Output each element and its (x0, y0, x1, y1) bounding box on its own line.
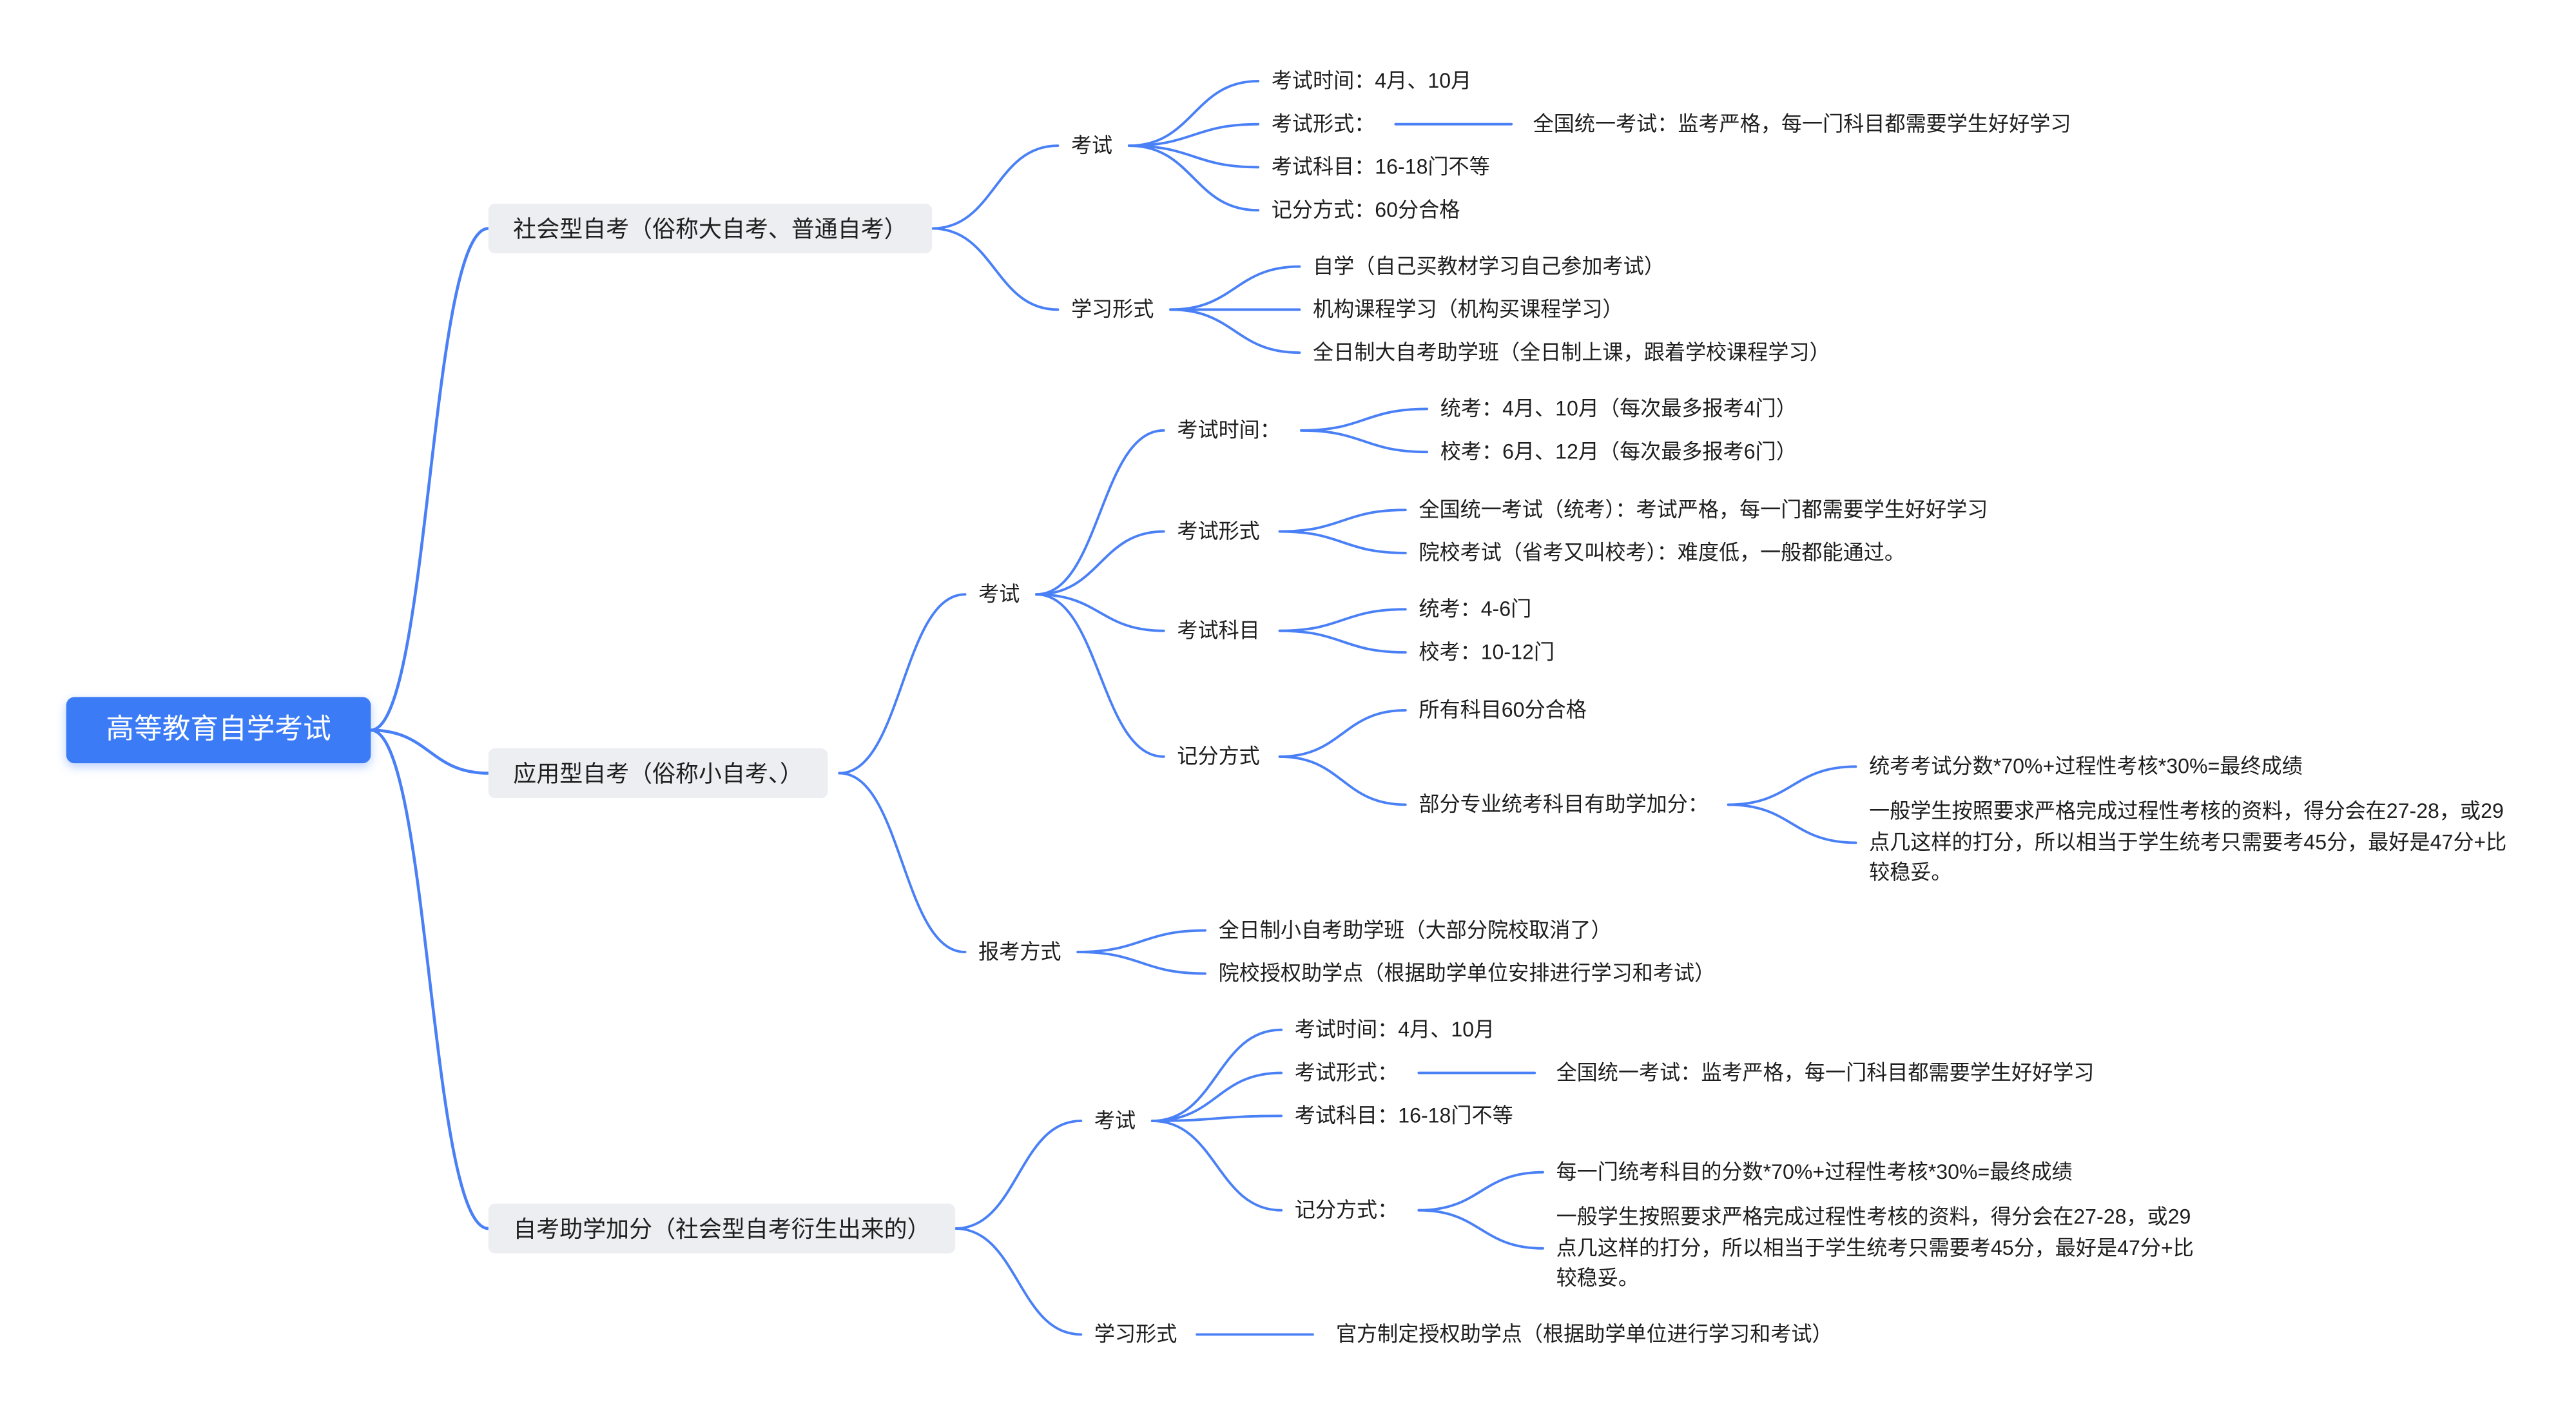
connector-line (1035, 429, 1165, 596)
note-line: 较稳妥。 (1556, 1267, 1640, 1290)
assist-study-detail: 官方制定授权助学点（根据助学单位进行学习和考试） (1335, 1323, 1833, 1346)
connector-line (1727, 803, 1857, 844)
applied-exam-time-item: 校考：6月、12月（每次最多报考6门） (1440, 440, 1797, 464)
applied-exam-form-node: 考试形式 (1177, 520, 1260, 543)
social-exam-form: 考试形式： (1271, 112, 1375, 136)
note-line: 一般学生按照要求严格完成过程性考核的资料，得分会在27-28，或29 (1556, 1205, 2191, 1229)
connector-line (1035, 530, 1165, 596)
connector-line (369, 728, 490, 775)
connector-line (1417, 1171, 1544, 1212)
assist-exam-scoring-node: 记分方式： (1294, 1198, 1399, 1222)
topic-assist-bonus: 自考助学加分（社会型自考衍生出来的） (488, 1203, 956, 1254)
connector-line (1300, 429, 1429, 454)
connector-line (838, 593, 967, 775)
connector-line (1150, 1114, 1283, 1122)
connector-line (1169, 308, 1301, 355)
connector-line (1278, 530, 1407, 554)
applied-exam-time-item: 统考：4月、10月（每次最多报考4门） (1440, 397, 1797, 421)
connector-line (1076, 951, 1206, 975)
note-line: 点几这样的打分，所以相当于学生统考只需要考45分，最好是47分+比 (1556, 1236, 2194, 1259)
social-exam-node: 考试 (1070, 134, 1113, 158)
note-line: 一般学生按照要求严格完成过程性考核的资料，得分会在27-28，或29 (1869, 799, 2504, 823)
connector-line (1278, 709, 1407, 758)
connector-line (931, 144, 1060, 230)
connector-line (954, 1227, 1083, 1336)
note-line: 较稳妥。 (1869, 860, 1952, 884)
assist-exam-time: 考试时间：4月、10月 (1294, 1018, 1495, 1042)
assist-exam-form: 考试形式： (1294, 1061, 1399, 1085)
connector-line (1150, 1028, 1283, 1122)
assist-exam-node: 考试 (1094, 1109, 1136, 1132)
connector-line (369, 227, 490, 732)
connector-line (1727, 765, 1857, 806)
applied-bonus-note: 一般学生按照要求严格完成过程性考核的资料，得分会在27-28，或29 点几这样的… (1869, 797, 2506, 889)
connector-line (1278, 629, 1407, 654)
social-exam-form-detail: 全国统一考试：监考严格，每一门科目都需要学生好好学习 (1533, 112, 2071, 136)
social-exam-time: 考试时间：4月、10月 (1271, 69, 1472, 93)
central-topic: 高等教育自学考试 (66, 697, 371, 764)
applied-exam-time-node: 考试时间： (1177, 418, 1281, 442)
connector-line (1127, 122, 1260, 147)
connector-line (1300, 407, 1429, 432)
topic-applied-self-exam: 应用型自考（俗称小自考、） (488, 748, 828, 799)
topic-social-self-exam: 社会型自考（俗称大自考、普通自考） (488, 203, 933, 254)
applied-scoring-bonus-node: 部分专业统考科目有助学加分： (1419, 793, 1709, 817)
social-study-node: 学习形式 (1070, 298, 1154, 322)
applied-exam-subjects-item: 校考：10-12门 (1419, 641, 1554, 665)
connector-line (1127, 144, 1260, 169)
connector-line (1076, 929, 1206, 953)
connector-line (1035, 593, 1165, 758)
connector-line (1127, 79, 1260, 147)
assist-exam-form-detail: 全国统一考试：监考严格，每一门科目都需要学生好好学习 (1556, 1061, 2095, 1085)
social-study-item: 机构课程学习（机构买课程学习） (1312, 298, 1623, 322)
applied-exam-form-item: 全国统一考试（统考）：考试严格，每一门都需要学生好好学习 (1419, 498, 1988, 522)
assist-study-node: 学习形式 (1094, 1323, 1177, 1346)
social-exam-subjects: 考试科目：16-18门不等 (1271, 155, 1490, 179)
connector-line (954, 1120, 1083, 1230)
connector-line (1278, 509, 1407, 533)
social-study-item: 全日制大自考助学班（全日制上课，跟着学校课程学习） (1312, 341, 1830, 365)
connector-line (1278, 608, 1407, 632)
connector-line (1127, 144, 1260, 212)
connector-line (1278, 755, 1407, 806)
applied-bonus-formula: 统考考试分数*70%+过程性考核*30%=最终成绩 (1869, 755, 2303, 779)
applied-exam-subjects-node: 考试科目 (1177, 619, 1260, 643)
connector-line (1035, 593, 1165, 632)
connector-line (1169, 265, 1301, 311)
applied-registration-node: 报考方式 (978, 940, 1061, 964)
connector-line (1150, 1120, 1283, 1212)
connector-line (931, 227, 1060, 311)
assist-exam-subjects: 考试科目：16-18门不等 (1294, 1104, 1513, 1128)
note-line: 点几这样的打分，所以相当于学生统考只需要考45分，最好是47分+比 (1869, 830, 2507, 854)
applied-exam-subjects-item: 统考：4-6门 (1419, 598, 1532, 621)
applied-exam-node: 考试 (978, 583, 1020, 607)
applied-exam-scoring-node: 记分方式 (1177, 744, 1260, 768)
assist-scoring-note: 一般学生按照要求严格完成过程性考核的资料，得分会在27-28，或29 点几这样的… (1556, 1202, 2194, 1294)
applied-registration-item: 全日制小自考助学班（大部分院校取消了） (1218, 918, 1612, 942)
assist-scoring-formula: 每一门统考科目的分数*70%+过程性考核*30%=最终成绩 (1556, 1160, 2073, 1184)
social-study-item: 自学（自己买教材学习自己参加考试） (1312, 255, 1665, 278)
applied-exam-form-item: 院校考试（省考又叫校考）：难度低，一般都能通过。 (1419, 541, 1905, 565)
social-exam-scoring: 记分方式：60分合格 (1271, 199, 1460, 222)
connector-line (1150, 1071, 1283, 1122)
applied-scoring-all-pass: 所有科目60分合格 (1419, 698, 1587, 722)
applied-registration-item: 院校授权助学点（根据助学单位安排进行学习和考试） (1218, 962, 1716, 986)
connector-line (1417, 1209, 1544, 1250)
connector-line (838, 772, 967, 953)
connector-line (369, 728, 490, 1230)
